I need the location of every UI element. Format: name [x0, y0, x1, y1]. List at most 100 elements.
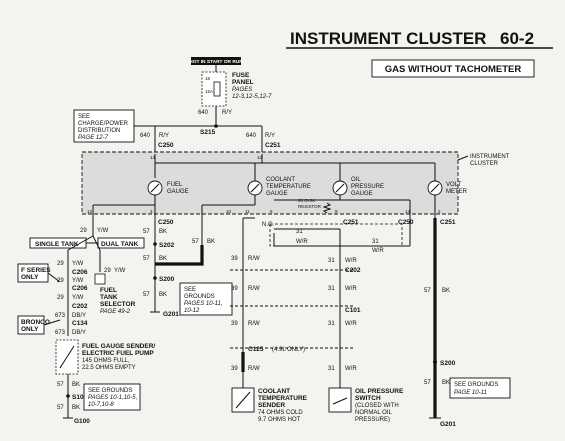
pin-11: 11	[245, 209, 250, 214]
sender-label: FUEL GAUGE SENDER/	[82, 343, 155, 350]
oil-switch-label: NORMAL OIL	[355, 410, 392, 416]
selector-label: SELECTOR	[100, 301, 136, 308]
coolant-gauge-label: TEMPERATURE	[266, 184, 311, 190]
wire-39: 39	[231, 286, 238, 292]
wire-57: 57	[424, 288, 431, 294]
coolant-sender-label: SENDER	[258, 402, 285, 409]
pin-9: 9	[335, 209, 338, 214]
oil-gauge-label: GAUGE	[351, 191, 373, 197]
charge-note-line: CHARGE/POWER	[78, 121, 129, 127]
cluster-label: INSTRUMENT	[470, 154, 510, 160]
wire-640-label: 640	[198, 110, 209, 116]
wire-57-color: BK	[72, 405, 80, 411]
wire-39-color: R/W	[248, 321, 260, 327]
fuse-icon	[213, 81, 221, 97]
splice-s215-dot	[214, 124, 218, 128]
instrument-cluster-box	[81, 151, 459, 215]
wire-673: 673	[55, 330, 66, 336]
wire-640-left-color: R/Y	[159, 133, 169, 139]
wire-673-color: DB/Y	[72, 313, 86, 319]
charge-note-line: PAGE 12-7	[78, 135, 109, 141]
connector-c250-right: C250	[398, 219, 414, 226]
wire-57-color: BK	[159, 256, 167, 262]
wire-31-right-color: W/R	[372, 248, 384, 254]
wire-57-bold: 57	[192, 239, 199, 245]
ground-g201: G201	[163, 311, 179, 318]
connector-c101: C101	[345, 307, 361, 314]
fuel-tank-selector-icon	[94, 273, 106, 285]
fuel-gauge-label: FUEL	[167, 182, 183, 188]
wire-57-bold-color: BK	[207, 239, 215, 245]
connector-c251-top: C251	[265, 142, 281, 149]
grounds-note-line: 10-7,10-8	[88, 402, 114, 408]
wire-57: 57	[424, 380, 431, 386]
splice-s215: S215	[200, 129, 216, 136]
bronco-label: BRONCO	[21, 319, 50, 326]
sender-label: 145 OHMS FULL,	[82, 358, 130, 364]
splice-s103: S103	[72, 394, 88, 401]
grounds-note-line: SEE GROUNDS	[454, 382, 498, 388]
ground-g201-right: G201	[440, 421, 456, 428]
wire-31-color: W/R	[296, 239, 308, 245]
wire-57-color: BK	[442, 288, 450, 294]
grounds-note-line: 10-12	[184, 308, 200, 314]
hot-in-start-run-label: HOT IN START OR RUN	[189, 59, 243, 65]
fuse-title: FUSE	[232, 72, 250, 79]
selector-label: TANK	[100, 294, 118, 301]
wire-57-color: BK	[159, 229, 167, 235]
wire-39-color: R/W	[248, 286, 260, 292]
wire-39-color: R/W	[248, 366, 260, 372]
grounds-note-line: SEE GROUNDS	[88, 388, 132, 394]
fuse-pin-label: 18	[205, 76, 211, 81]
wire-29: 29	[57, 295, 64, 301]
volt-meter-label: METER	[446, 189, 468, 195]
wire-29-color: Y/W	[97, 228, 109, 234]
oil-pressure-switch	[328, 387, 352, 413]
ground-g100: G100	[74, 418, 90, 425]
f-series-label: F SERIES	[21, 267, 51, 274]
connector-c251-right: C251	[440, 219, 456, 226]
pin-8: 8	[270, 209, 273, 214]
wire-640-color: R/Y	[222, 110, 232, 116]
wire-640-right: 640	[246, 133, 257, 139]
connector-c251: C251	[343, 219, 359, 226]
connector-c134: C134	[72, 320, 88, 327]
wire-31-color: W/R	[345, 366, 357, 372]
coolant-gauge-label: GAUGE	[266, 191, 288, 197]
charge-note-line: SEE	[78, 114, 90, 120]
wire-57: 57	[57, 382, 64, 388]
pin-2: 2	[438, 209, 441, 214]
coolant-sender-label: 9.7 OHMS HOT	[258, 417, 301, 423]
grounds-note-line: PAGES 10-1,10-5,	[88, 395, 137, 401]
wire-29-color: Y/W	[72, 278, 84, 284]
splice-s200-right: S200	[440, 360, 456, 367]
fuse-rating: 15A	[205, 89, 213, 94]
wire-57: 57	[143, 292, 150, 298]
grounds-note-line: PAGE 10-11	[454, 390, 487, 396]
wire-29: 29	[80, 228, 87, 234]
wire-31-right: 31	[372, 239, 379, 245]
wire-29: 29	[104, 268, 111, 274]
resistor-20-ohm	[322, 202, 332, 214]
variant-label: GAS WITHOUT TACHOMETER	[385, 64, 522, 75]
grounds-note-line: PAGES 10-11,	[184, 301, 222, 307]
wire-39: 39	[231, 321, 238, 327]
fuse-panel-label: PANEL	[232, 79, 254, 86]
single-tank-label: SINGLE TANK	[35, 241, 79, 248]
connector-c206: C206	[72, 269, 88, 276]
selector-label: PAGE 49-2	[100, 309, 131, 315]
wire-31: 31	[296, 229, 303, 235]
wire-673-color: DB/Y	[72, 330, 86, 336]
wire-57: 57	[143, 256, 150, 262]
connector-c125-note: (4.9L ONLY)	[272, 347, 305, 353]
wire-31-color: W/R	[345, 321, 357, 327]
wire-57: 57	[143, 229, 150, 235]
sender-label: ELECTRIC FUEL PUMP	[82, 350, 154, 357]
wire-640-left: 640	[140, 133, 151, 139]
oil-switch-label: OIL PRESSURE	[355, 388, 404, 395]
wire-31-color: W/R	[345, 258, 357, 264]
wire-29-color: Y/W	[72, 261, 84, 267]
pin-3: 3	[150, 209, 153, 214]
